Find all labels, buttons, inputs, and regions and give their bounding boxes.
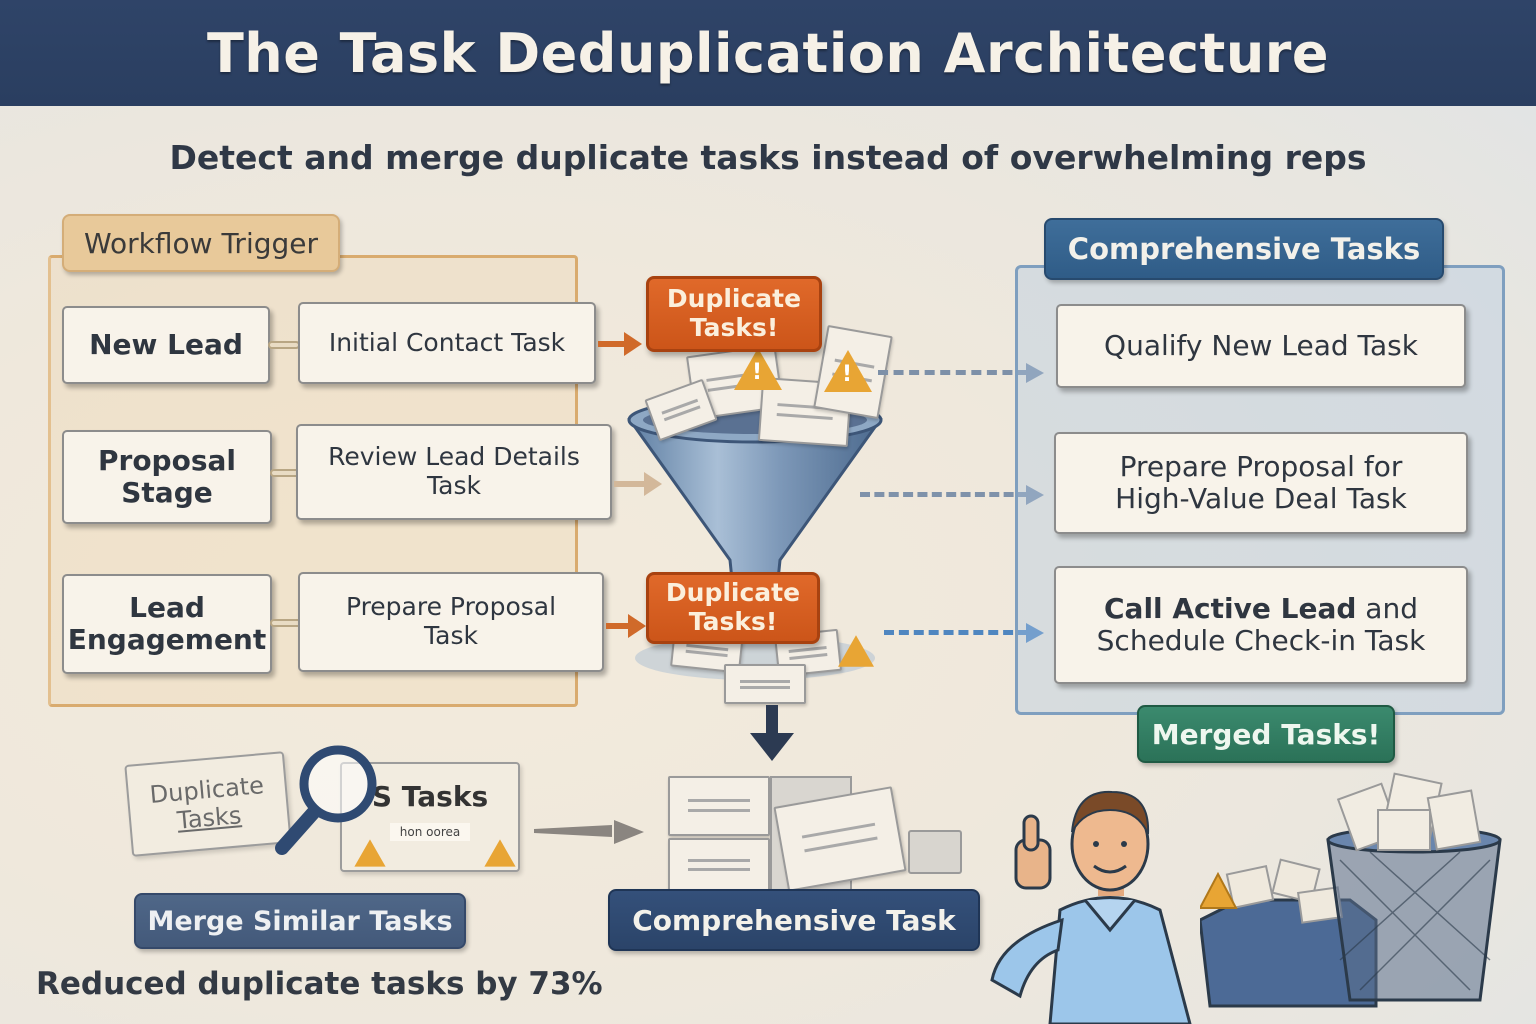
trigger-line: Proposal [97,443,236,477]
scanned-card-title: S Tasks [371,780,489,813]
reduction-stat: Reduced duplicate tasks by 73% [36,966,603,1002]
arrow-right-icon [606,614,646,638]
arrow-right-icon [598,332,642,356]
page-title: The Task Deduplication Architecture [206,21,1330,85]
dashed-arrow-icon [860,485,1044,505]
task-line: Prepare Proposal [345,592,557,622]
warning-icon-glyph: ! [752,360,763,385]
dashed-arrow-icon [878,363,1044,383]
task-line: Prepare Proposal for [1119,449,1403,483]
trigger-line: Engagement [67,623,267,656]
warning-icon-glyph: ! [842,362,853,387]
arrow-down-icon [750,705,794,761]
trigger-lead-engagement: Lead Engagement [62,574,272,674]
ghost-line: Tasks [175,801,243,835]
header-band: The Task Deduplication Architecture [0,0,1536,106]
task-initial-contact: Initial Contact Task [298,302,596,384]
task-line-rest: and [1356,591,1418,625]
comprehensive-task-label: Comprehensive Task [608,889,980,951]
merged-task-prepare-proposal: Prepare Proposal for High-Value Deal Tas… [1054,432,1468,534]
task-line: Qualify New Lead Task [1104,328,1418,362]
document-icon [668,838,770,892]
merge-similar-tasks-label: Merge Similar Tasks [134,893,466,949]
merged-task-qualify-new-lead: Qualify New Lead Task [1056,304,1466,388]
warning-icon [824,350,872,392]
small-box-icon [908,830,962,874]
badge-line: Tasks! [688,607,778,636]
merged-tasks-badge: Merged Tasks! [1137,705,1395,763]
document-icon [668,776,770,836]
warning-icon [734,348,782,390]
connector [268,341,300,349]
trigger-line: Stage [121,476,213,509]
task-prepare-proposal: Prepare Proposal Task [298,572,604,672]
comprehensive-tasks-label: Comprehensive Tasks [1044,218,1444,280]
workflow-trigger-label: Workflow Trigger [62,214,340,272]
task-line: Task [427,471,481,500]
task-line: Call Active Lead and [1104,591,1418,625]
warning-icon [354,839,386,867]
warning-icon [484,839,516,867]
arrow-right-icon [614,472,662,496]
magnifying-glass-icon [275,745,377,855]
trigger-new-lead: New Lead [62,306,270,384]
trigger-line: Lead [129,590,205,624]
badge-line: Duplicate [666,284,802,314]
wastebasket-icon [1200,772,1502,1008]
task-review-lead-details: Review Lead Details Task [296,424,612,520]
merged-task-call-active-lead: Call Active Lead and Schedule Check-in T… [1054,566,1468,684]
happy-rep-illustration [990,790,1192,1024]
page-subtitle: Detect and merge duplicate tasks instead… [169,138,1367,177]
task-line: Schedule Check-in Task [1096,624,1426,657]
arrow-right-icon [534,820,644,844]
badge-line: Tasks! [689,313,779,342]
scanned-card-sub: hon oorea [389,823,471,841]
dashed-arrow-icon [884,623,1044,643]
trigger-proposal-stage: Proposal Stage [62,430,272,524]
task-line-bold: Call Active Lead [1104,591,1357,625]
paper-icon [724,664,806,704]
duplicate-tasks-badge: Duplicate Tasks! [646,276,822,352]
task-line: Review Lead Details [328,442,580,472]
duplicate-tasks-badge: Duplicate Tasks! [646,572,820,644]
badge-line: Duplicate [665,578,801,608]
task-line: Task [424,621,478,650]
warning-icon [838,635,874,667]
task-line: High-Value Deal Task [1115,482,1407,515]
